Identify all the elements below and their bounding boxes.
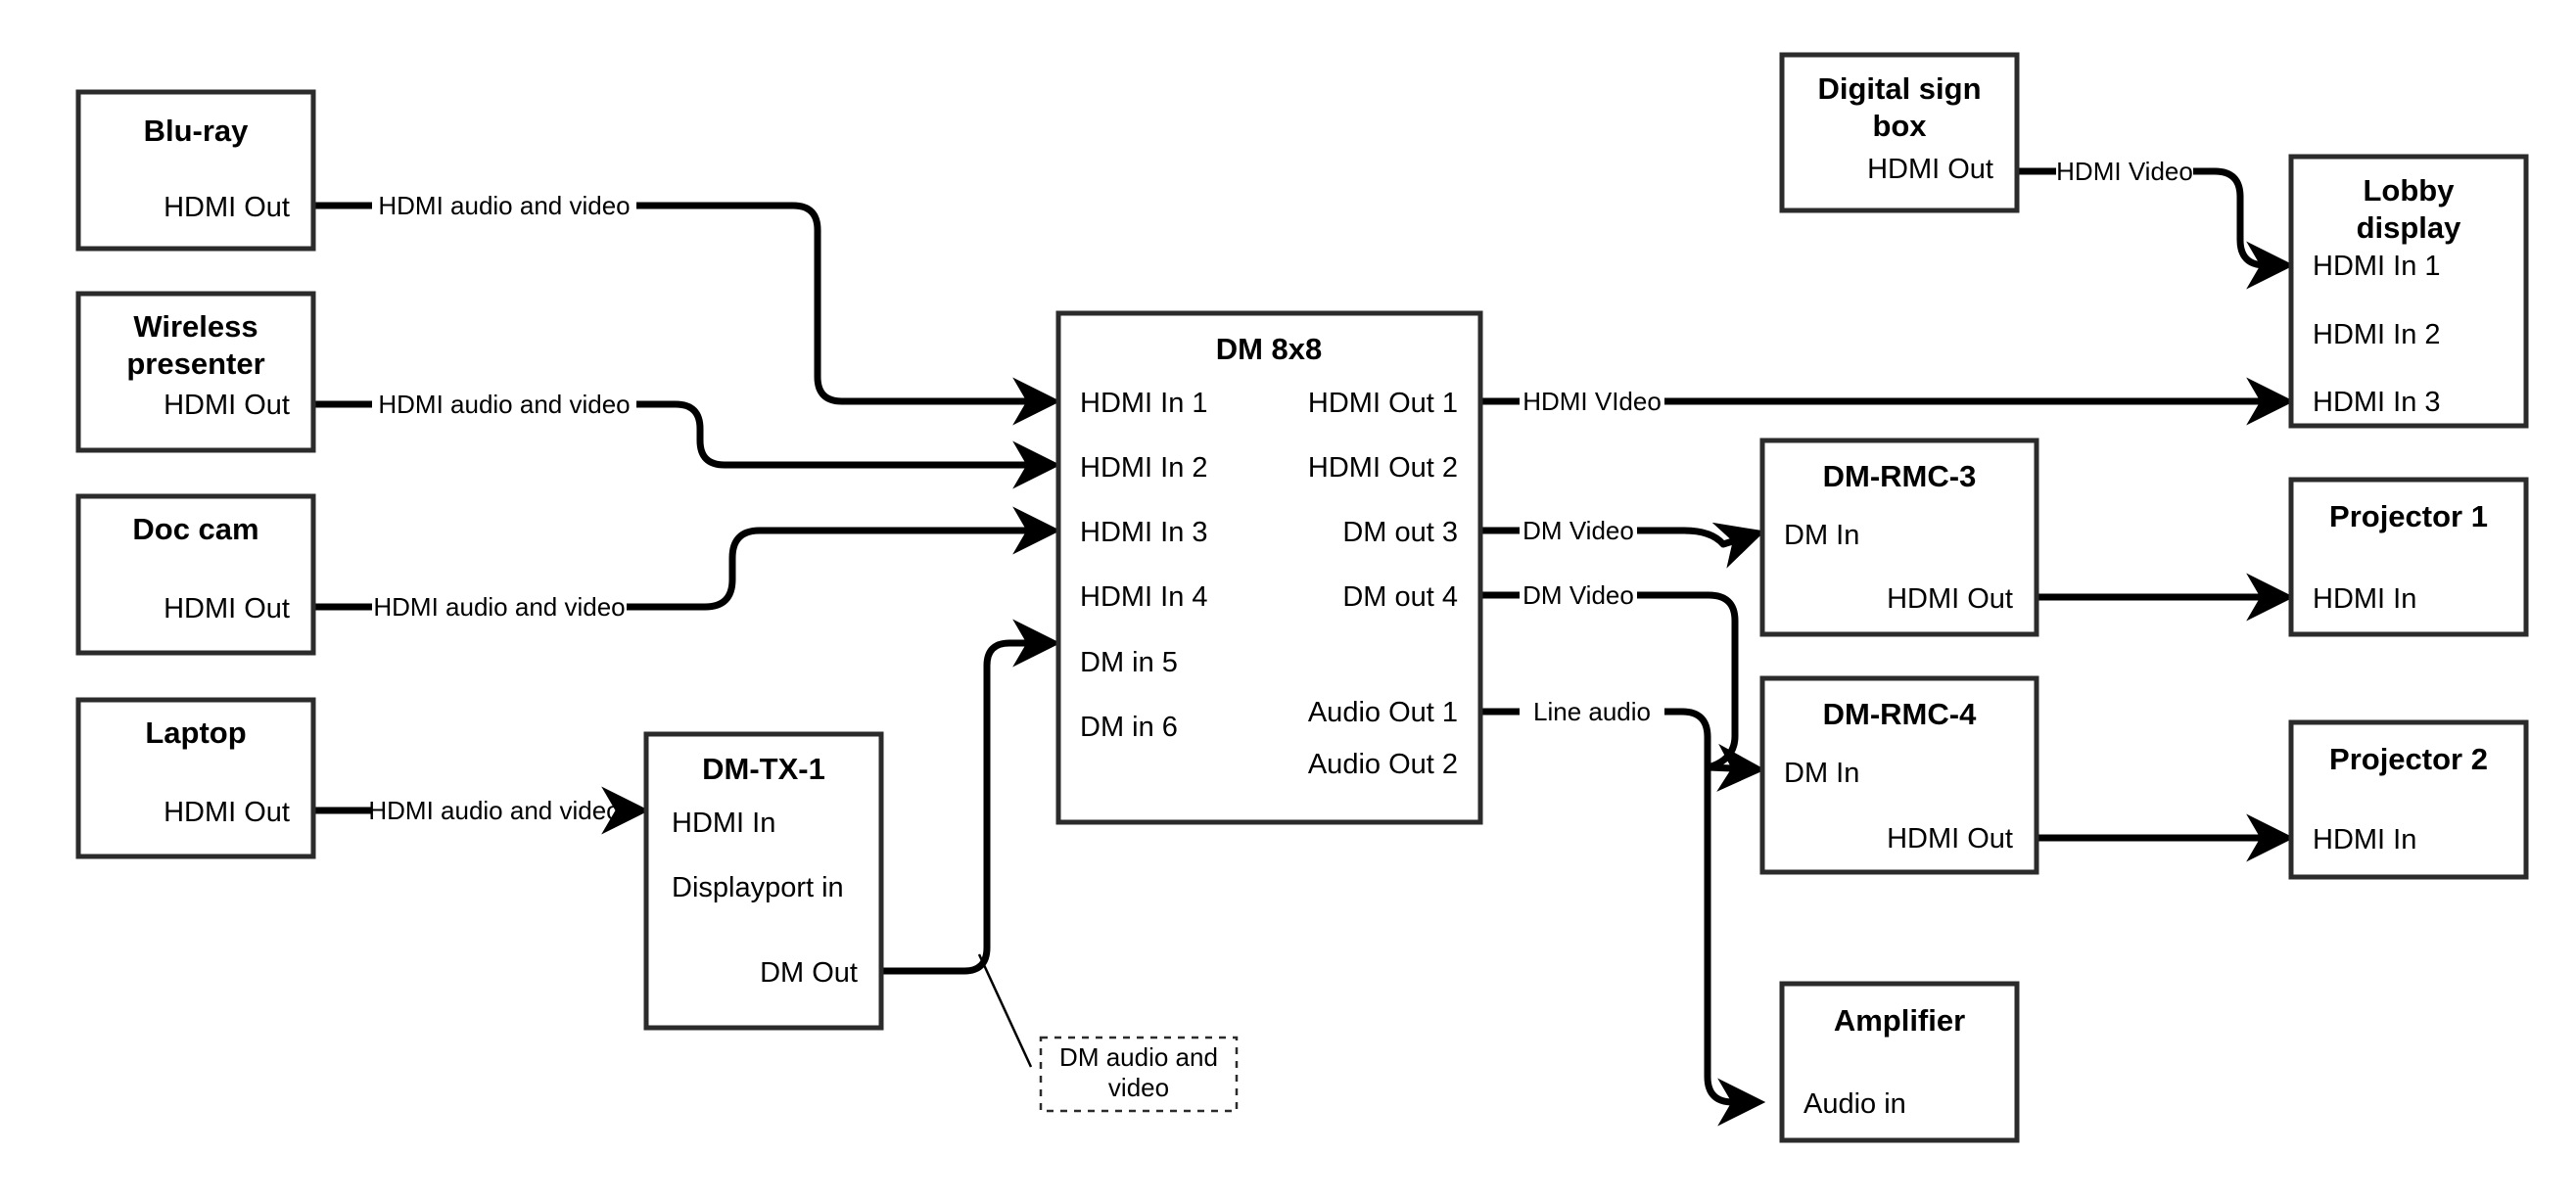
- projector1-title: Projector 1: [2329, 499, 2488, 533]
- lobby-port-hdmi-in-1: HDMI In 1: [2313, 251, 2441, 282]
- dmrmc3-port-hdmi-out: HDMI Out: [1887, 583, 2013, 615]
- wireless-title-line2: presenter: [126, 346, 264, 381]
- lobby-port-hdmi-in-2: HDMI In 2: [2313, 319, 2441, 350]
- node-dm-rmc-3[interactable]: DM-RMC-3 DM In HDMI Out: [1759, 438, 2039, 637]
- node-wireless-presenter[interactable]: Wireless presenter HDMI Out: [75, 291, 316, 453]
- node-lobby-display[interactable]: Lobby display HDMI In 1 HDMI In 2 HDMI I…: [2288, 154, 2529, 429]
- edge-label-doccam-to-dm8x8: HDMI audio and video: [373, 592, 625, 622]
- node-bluray[interactable]: Blu-ray HDMI Out: [75, 89, 316, 252]
- dm8x8-input-hdmi-in-4: HDMI In 4: [1080, 581, 1208, 613]
- note-line1: DM audio and: [1059, 1042, 1218, 1072]
- node-digital-sign-box[interactable]: Digital sign box HDMI Out: [1779, 52, 2020, 213]
- projector2-title: Projector 2: [2329, 742, 2488, 776]
- edge-label-signbox-to-lobby: HDMI Video: [2056, 157, 2193, 186]
- dm8x8-output-dm-out-4: DM out 4: [1342, 581, 1458, 613]
- node-projector-2[interactable]: Projector 2 HDMI In: [2288, 719, 2529, 880]
- wireless-port-hdmi-out: HDMI Out: [164, 390, 290, 421]
- dmrmc3-port-dm-in: DM In: [1784, 520, 1859, 551]
- dm8x8-output-audio-out-2: Audio Out 2: [1308, 749, 1458, 780]
- wireless-title-line1: Wireless: [133, 309, 258, 344]
- edge-label-wireless-to-dm8x8: HDMI audio and video: [378, 390, 630, 419]
- wire-dm8x8-out3-to-dmrmc3: [1480, 522, 1765, 569]
- amplifier-title: Amplifier: [1834, 1003, 1965, 1038]
- doccam-title: Doc cam: [132, 512, 258, 546]
- laptop-port-hdmi-out: HDMI Out: [164, 797, 290, 828]
- dm8x8-output-audio-out-1: Audio Out 1: [1308, 697, 1458, 728]
- dmtx1-port-dm-out: DM Out: [760, 957, 858, 989]
- lobby-port-hdmi-in-3: HDMI In 3: [2313, 387, 2441, 418]
- node-amplifier[interactable]: Amplifier Audio in: [1779, 981, 2020, 1143]
- dm8x8-title: DM 8x8: [1216, 332, 1323, 366]
- dm8x8-input-hdmi-in-2: HDMI In 2: [1080, 452, 1208, 484]
- dm8x8-output-dm-out-3: DM out 3: [1342, 517, 1458, 548]
- node-dm-tx-1[interactable]: DM-TX-1 HDMI In Displayport in DM Out: [643, 731, 884, 1031]
- signbox-title-line2: box: [1872, 109, 1927, 143]
- dm8x8-input-hdmi-in-1: HDMI In 1: [1080, 388, 1208, 419]
- lobby-title-line1: Lobby: [2364, 173, 2456, 208]
- wire-doccam-to-dm8x8: [313, 506, 1061, 611]
- dmrmc4-port-hdmi-out: HDMI Out: [1887, 823, 2013, 855]
- lobby-title-line2: display: [2357, 210, 2462, 245]
- dm8x8-input-dm-in-5: DM in 5: [1080, 647, 1178, 678]
- dmrmc4-port-dm-in: DM In: [1784, 758, 1859, 789]
- amplifier-port-audio-in: Audio in: [1803, 1088, 1906, 1120]
- edge-label-bluray-to-dm8x8: HDMI audio and video: [378, 191, 630, 220]
- bluray-title: Blu-ray: [144, 114, 250, 148]
- signbox-title-line1: Digital sign: [1817, 71, 1981, 106]
- node-dm-rmc-4[interactable]: DM-RMC-4 DM In HDMI Out: [1759, 675, 2039, 875]
- dmrmc4-title: DM-RMC-4: [1823, 697, 1977, 731]
- dm8x8-output-hdmi-out-2: HDMI Out 2: [1308, 452, 1458, 484]
- dm8x8-input-hdmi-in-3: HDMI In 3: [1080, 517, 1208, 548]
- annotation-dm-audio-and-video: DM audio and video: [1039, 1036, 1239, 1113]
- node-laptop[interactable]: Laptop HDMI Out: [75, 697, 316, 859]
- edge-label-dm8x8-out4-to-dmrmc4: DM Video: [1522, 580, 1634, 610]
- wire-dm8x8-audio-to-amplifier: [1480, 708, 1766, 1127]
- node-doc-cam[interactable]: Doc cam HDMI Out: [75, 493, 316, 656]
- dmtx1-title: DM-TX-1: [702, 752, 825, 786]
- edge-label-dm8x8-audio-to-amplifier: Line audio: [1533, 697, 1651, 726]
- projector2-port-hdmi-in: HDMI In: [2313, 824, 2416, 855]
- note-line2: video: [1108, 1073, 1169, 1102]
- leader-dm-audio-video-note: [977, 953, 1033, 1068]
- edge-label-dm8x8-out1-to-lobby: HDMI VIdeo: [1522, 387, 1662, 416]
- edge-label-laptop-to-dmtx1: HDMI audio and video: [368, 796, 620, 825]
- wire-bluray-to-dm8x8: [313, 202, 1061, 426]
- wire-dmtx1-to-dm8x8: [881, 619, 1061, 975]
- wire-dm8x8-out4-to-dmrmc4: [1480, 591, 1766, 792]
- node-projector-1[interactable]: Projector 1 HDMI In: [2288, 477, 2529, 637]
- edge-label-dm8x8-out3-to-dmrmc3: DM Video: [1522, 516, 1634, 545]
- wire-wireless-to-dm8x8: [313, 400, 1061, 489]
- bluray-port-hdmi-out: HDMI Out: [164, 192, 290, 223]
- dm8x8-output-hdmi-out-1: HDMI Out 1: [1308, 388, 1458, 419]
- doccam-port-hdmi-out: HDMI Out: [164, 593, 290, 624]
- laptop-title: Laptop: [145, 716, 246, 750]
- dmtx1-port-hdmi-in: HDMI In: [672, 808, 775, 839]
- projector1-port-hdmi-in: HDMI In: [2313, 583, 2416, 615]
- signbox-port-hdmi-out: HDMI Out: [1867, 154, 1993, 185]
- wire-signbox-to-lobby: [2017, 167, 2295, 290]
- dm8x8-input-dm-in-6: DM in 6: [1080, 712, 1178, 743]
- dmrmc3-title: DM-RMC-3: [1823, 459, 1977, 493]
- dmtx1-port-displayport-in: Displayport in: [672, 872, 844, 903]
- node-dm-8x8[interactable]: DM 8x8 HDMI In 1 HDMI In 2 HDMI In 3 HDM…: [1055, 310, 1483, 825]
